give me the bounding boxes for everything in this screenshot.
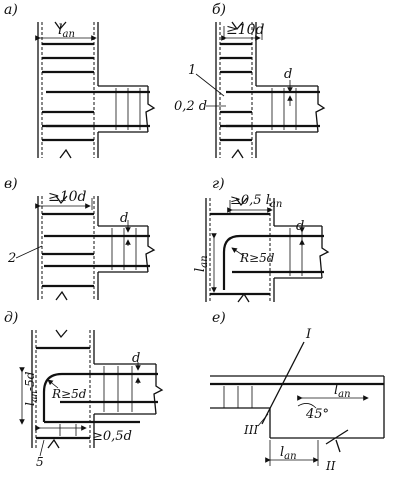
dim-label-g: ≥0,5 lan [230, 193, 282, 210]
dim-label-b: ≥10d [226, 22, 265, 38]
radius-label-g: R≥5d [239, 251, 275, 265]
callout-2: 2 [7, 251, 16, 266]
panel-e: е) 45° lan lan I III II [210, 310, 385, 473]
panel-v-letter: в) [4, 176, 18, 192]
panel-g-letter: г) [212, 176, 225, 192]
bar-diameter-label-g: d [296, 219, 304, 234]
beam-outline [98, 85, 148, 133]
vertical-dim-d: lan-5d [23, 371, 40, 406]
callout-5: 5 [36, 455, 44, 469]
section-line [261, 341, 305, 425]
panel-b: б) ≥10d 1 0,2 d d [174, 2, 326, 159]
bent-anchor-bar [222, 234, 324, 290]
section-label-I: I [305, 327, 312, 342]
bar-diameter-label-d: d [132, 351, 140, 366]
panel-v: в) ≥10d 2 d [4, 176, 156, 301]
panel-a: а) lan [4, 2, 156, 159]
section-label-II: II [325, 459, 336, 473]
break-mark [145, 86, 156, 133]
break-mark [59, 148, 72, 159]
gap-label-d: ≥0,5d [92, 429, 132, 444]
bar-diameter-label-b: d [284, 67, 292, 82]
section-label-III: III [243, 423, 258, 437]
dim-lower-e: lan [280, 445, 297, 462]
beam-outline [210, 375, 384, 409]
beam-main-bars [46, 90, 150, 128]
dim-label-v: ≥10d [48, 189, 87, 205]
radius-label-d: R≥5d [51, 387, 87, 401]
angle-label: 45° [305, 407, 329, 422]
bar-diameter-label-v: d [120, 211, 128, 226]
offset-label: 0,2 d [174, 99, 207, 114]
dim-upper-e: lan [334, 383, 351, 400]
callout-1: 1 [188, 63, 196, 78]
panel-e-letter: е) [212, 310, 226, 326]
dim-label-a: lan [58, 22, 75, 40]
column-outline [37, 22, 99, 158]
bent-anchor-bar [42, 372, 158, 422]
panel-a-letter: а) [4, 2, 18, 18]
panel-d-letter: д) [4, 310, 18, 326]
break-mark [54, 21, 67, 31]
panel-d: д) lan-5d R≥5d d ≥0,5d 5 [4, 310, 164, 469]
vertical-dim-g: lan [193, 255, 210, 272]
panel-g: г) ≥0,5 lan lan R≥5d d [193, 176, 330, 303]
panel-b-letter: б) [212, 2, 226, 18]
